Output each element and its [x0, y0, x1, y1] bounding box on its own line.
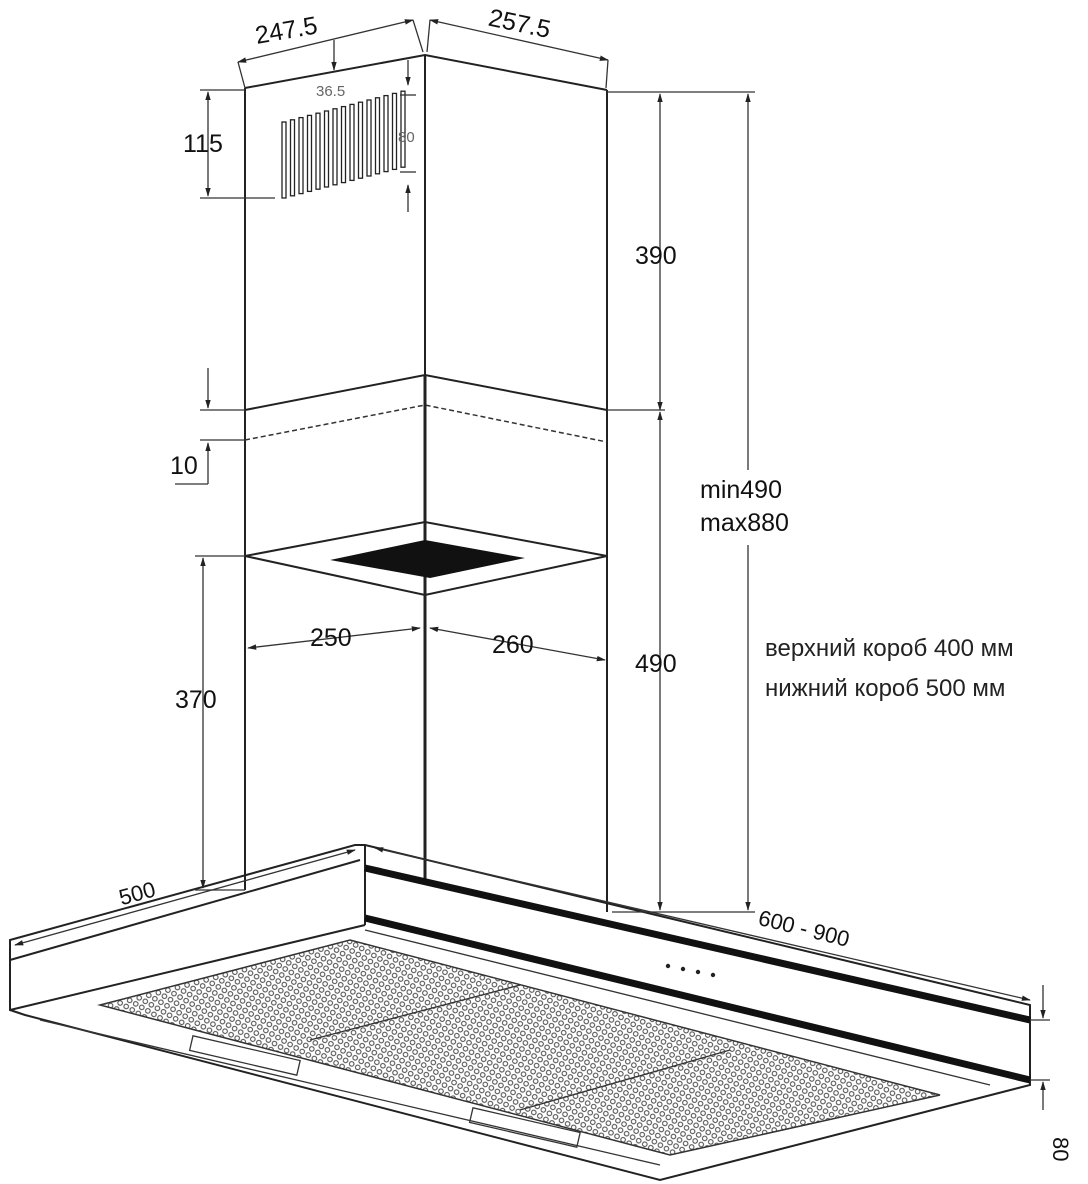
vent-slot: [349, 103, 355, 182]
vent-slot: [366, 99, 372, 177]
dim-lower-width-left: 250: [310, 624, 352, 652]
dim-vent-offset: 115: [183, 130, 223, 158]
vent-slot: [289, 119, 296, 197]
handle-right: [468, 1107, 581, 1148]
vent-slot: [281, 121, 287, 199]
handle-left: [188, 1035, 301, 1076]
dim-hood-thickness: 80: [1048, 1137, 1073, 1161]
vent-slot: [332, 108, 338, 186]
note-upper-box: верхний короб 400 мм: [765, 635, 1014, 662]
dim-chimney-width-left: 247.5: [253, 11, 319, 49]
duct-opening: [330, 540, 525, 578]
vent-slot: [306, 114, 313, 193]
dim-overlap: 10: [170, 452, 198, 480]
vent-slot: [374, 97, 381, 175]
lower-chimney: [244, 375, 608, 880]
dim-lower-width-right: 260: [492, 631, 534, 659]
vent-slot: [340, 105, 347, 184]
dim-hood-width: 600 - 900: [756, 905, 852, 952]
dim-hood-depth: 500: [116, 877, 158, 911]
note-lower-box: нижний короб 500 мм: [765, 675, 1005, 702]
dim-upper-box-height: 390: [635, 242, 677, 270]
vent-slot: [357, 101, 364, 179]
vent-slot: [298, 116, 304, 195]
dim-lower-offset: 370: [175, 686, 217, 714]
vent-slot: [391, 92, 398, 171]
vent-slot: [400, 90, 406, 168]
dim-vent-width: 36.5: [316, 83, 345, 100]
dimension-lines: [14, 19, 1050, 1110]
control-buttons: [665, 963, 716, 978]
vent-slot: [315, 112, 321, 190]
vent-slot: [383, 94, 389, 173]
dim-chimney-width-right: 257.5: [486, 4, 553, 44]
dim-lower-box-height: 490: [635, 650, 677, 678]
vent-grille: [281, 90, 406, 199]
hood-body: [9, 844, 1031, 1182]
dim-min-height: min490: [700, 476, 782, 504]
dim-vent-height: 80: [398, 129, 415, 146]
dim-max-height: max880: [700, 509, 789, 537]
vent-slot: [323, 110, 330, 188]
